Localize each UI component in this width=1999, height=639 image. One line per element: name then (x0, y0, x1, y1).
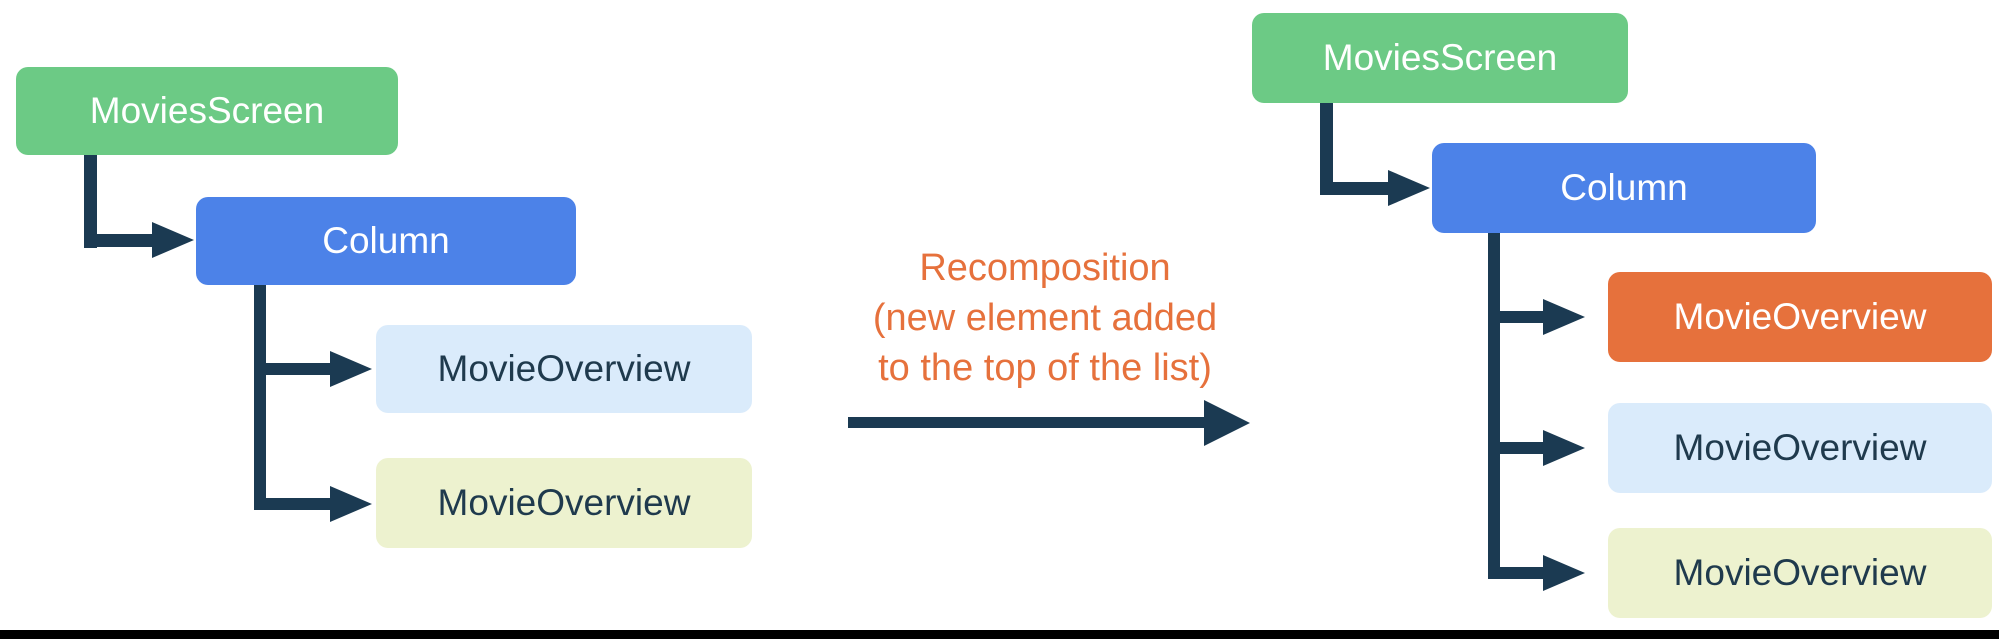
recomposition-annotation-line3: to the top of the list) (878, 347, 1212, 389)
arrowhead-icon (1204, 400, 1250, 446)
right-column-connector-line (1488, 233, 1500, 579)
left-elbow-horizontal-line (84, 234, 152, 247)
right-branch1-line (1488, 311, 1543, 323)
arrowhead-icon (1543, 299, 1585, 335)
left-node-movieoverview-1: MovieOverview (376, 325, 752, 413)
arrowhead-icon (330, 351, 372, 387)
right-elbow-vertical-line (1320, 103, 1333, 194)
bottom-border-rule (0, 630, 1999, 639)
left-node-movieoverview-2: MovieOverview (376, 458, 752, 548)
right-node-movieoverview-new: MovieOverview (1608, 272, 1992, 362)
arrowhead-icon (1543, 555, 1585, 591)
left-node-column: Column (196, 197, 576, 285)
arrowhead-icon (1388, 170, 1430, 206)
right-branch2-line (1488, 442, 1543, 454)
recomposition-annotation: Recomposition (new element added to the … (820, 243, 1270, 393)
arrowhead-icon (330, 486, 372, 522)
right-branch3-line (1488, 567, 1543, 579)
arrowhead-icon (1543, 430, 1585, 466)
right-node-column: Column (1432, 143, 1816, 233)
right-node-moviesscreen: MoviesScreen (1252, 13, 1628, 103)
right-node-movieoverview-3: MovieOverview (1608, 528, 1992, 618)
left-branch1-line (254, 363, 330, 375)
left-node-moviesscreen: MoviesScreen (16, 67, 398, 155)
recomposition-annotation-line2: (new element added (872, 297, 1218, 339)
right-elbow-horizontal-line (1320, 182, 1388, 195)
recomposition-annotation-line1: Recomposition (919, 247, 1171, 289)
transition-arrow-shaft (848, 417, 1204, 428)
left-column-connector-line (254, 285, 266, 510)
arrowhead-icon (152, 222, 194, 258)
left-elbow-vertical-line (84, 155, 97, 248)
right-node-movieoverview-2: MovieOverview (1608, 403, 1992, 493)
left-branch2-line (254, 498, 330, 510)
